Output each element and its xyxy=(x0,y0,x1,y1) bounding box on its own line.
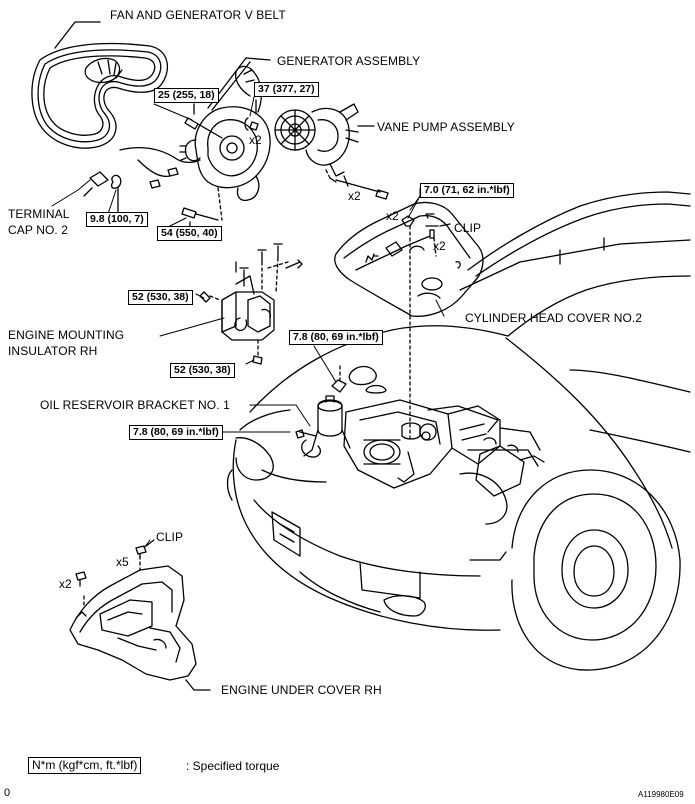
torque-spec-9-8: 9.8 (100, 7) xyxy=(86,212,148,227)
generator-label: GENERATOR ASSEMBLY xyxy=(277,54,421,68)
cylinder-head-cover-label: CYLINDER HEAD COVER NO.2 xyxy=(465,311,643,325)
torque-spec-7-0: 7.0 (71, 62 in.*lbf) xyxy=(420,183,514,198)
generator-wiring xyxy=(83,147,201,215)
oil-reservoir-bracket-label: OIL RESERVOIR BRACKET NO. 1 xyxy=(40,398,230,412)
clip-label-top: CLIP xyxy=(454,221,482,235)
terminal-cap-label-line1: TERMINAL xyxy=(8,207,70,221)
torque-spec-52-lower: 52 (530, 38) xyxy=(170,363,235,378)
torque-spec-25: 25 (255, 18) xyxy=(154,88,219,103)
engine-under-cover-illustration xyxy=(69,539,211,691)
page-marker: 0 xyxy=(4,787,11,799)
quantity-under-cover-x2: x2 xyxy=(59,577,72,591)
leader-lines xyxy=(51,96,445,549)
quantity-generator-x2: x2 xyxy=(249,133,262,147)
car-body-illustration xyxy=(226,191,691,671)
torque-spec-54: 54 (550, 40) xyxy=(157,226,222,241)
quantity-vane-pump-x2: x2 xyxy=(348,189,361,203)
legend-specified-torque-text: : Specified torque xyxy=(186,759,280,773)
cylinder-head-cover-illustration xyxy=(334,201,484,317)
quantity-under-cover-clip-x5: x5 xyxy=(116,555,129,569)
generator-lower-bolt xyxy=(181,187,223,231)
engine-bay-illustration xyxy=(295,365,545,497)
clip-label-bottom: CLIP xyxy=(156,530,184,544)
torque-spec-7-8-lower: 7.8 (80, 69 in.*lbf) xyxy=(129,425,223,440)
engine-mount-label-line1: ENGINE MOUNTING xyxy=(8,328,125,342)
engine-mount-illustration xyxy=(199,243,303,365)
legend-torque-unit-box: N*m (kgf*cm, ft.*lbf) xyxy=(28,757,142,774)
vane-pump-label: VANE PUMP ASSEMBLY xyxy=(377,120,515,134)
terminal-cap-label-line2: CAP NO. 2 xyxy=(8,223,69,237)
quantity-head-cover-x2: x2 xyxy=(386,209,399,223)
torque-spec-7-8-upper: 7.8 (80, 69 in.*lbf) xyxy=(289,330,383,345)
engine-mount-label-line2: INSULATOR RH xyxy=(8,344,98,358)
illustration-code: A119980E09 xyxy=(638,790,684,799)
torque-spec-52-upper: 52 (530, 38) xyxy=(128,290,193,305)
quantity-clip-x2: x2 xyxy=(433,239,446,253)
vane-pump-illustration xyxy=(244,99,375,187)
engine-under-cover-label: ENGINE UNDER COVER RH xyxy=(221,683,382,697)
torque-spec-37: 37 (377, 27) xyxy=(254,82,319,97)
vane-pump-bolt xyxy=(325,169,389,200)
generator-upper-bolt xyxy=(184,103,223,139)
v-belt-illustration xyxy=(31,21,169,149)
fan-belt-label: FAN AND GENERATOR V BELT xyxy=(110,8,286,22)
